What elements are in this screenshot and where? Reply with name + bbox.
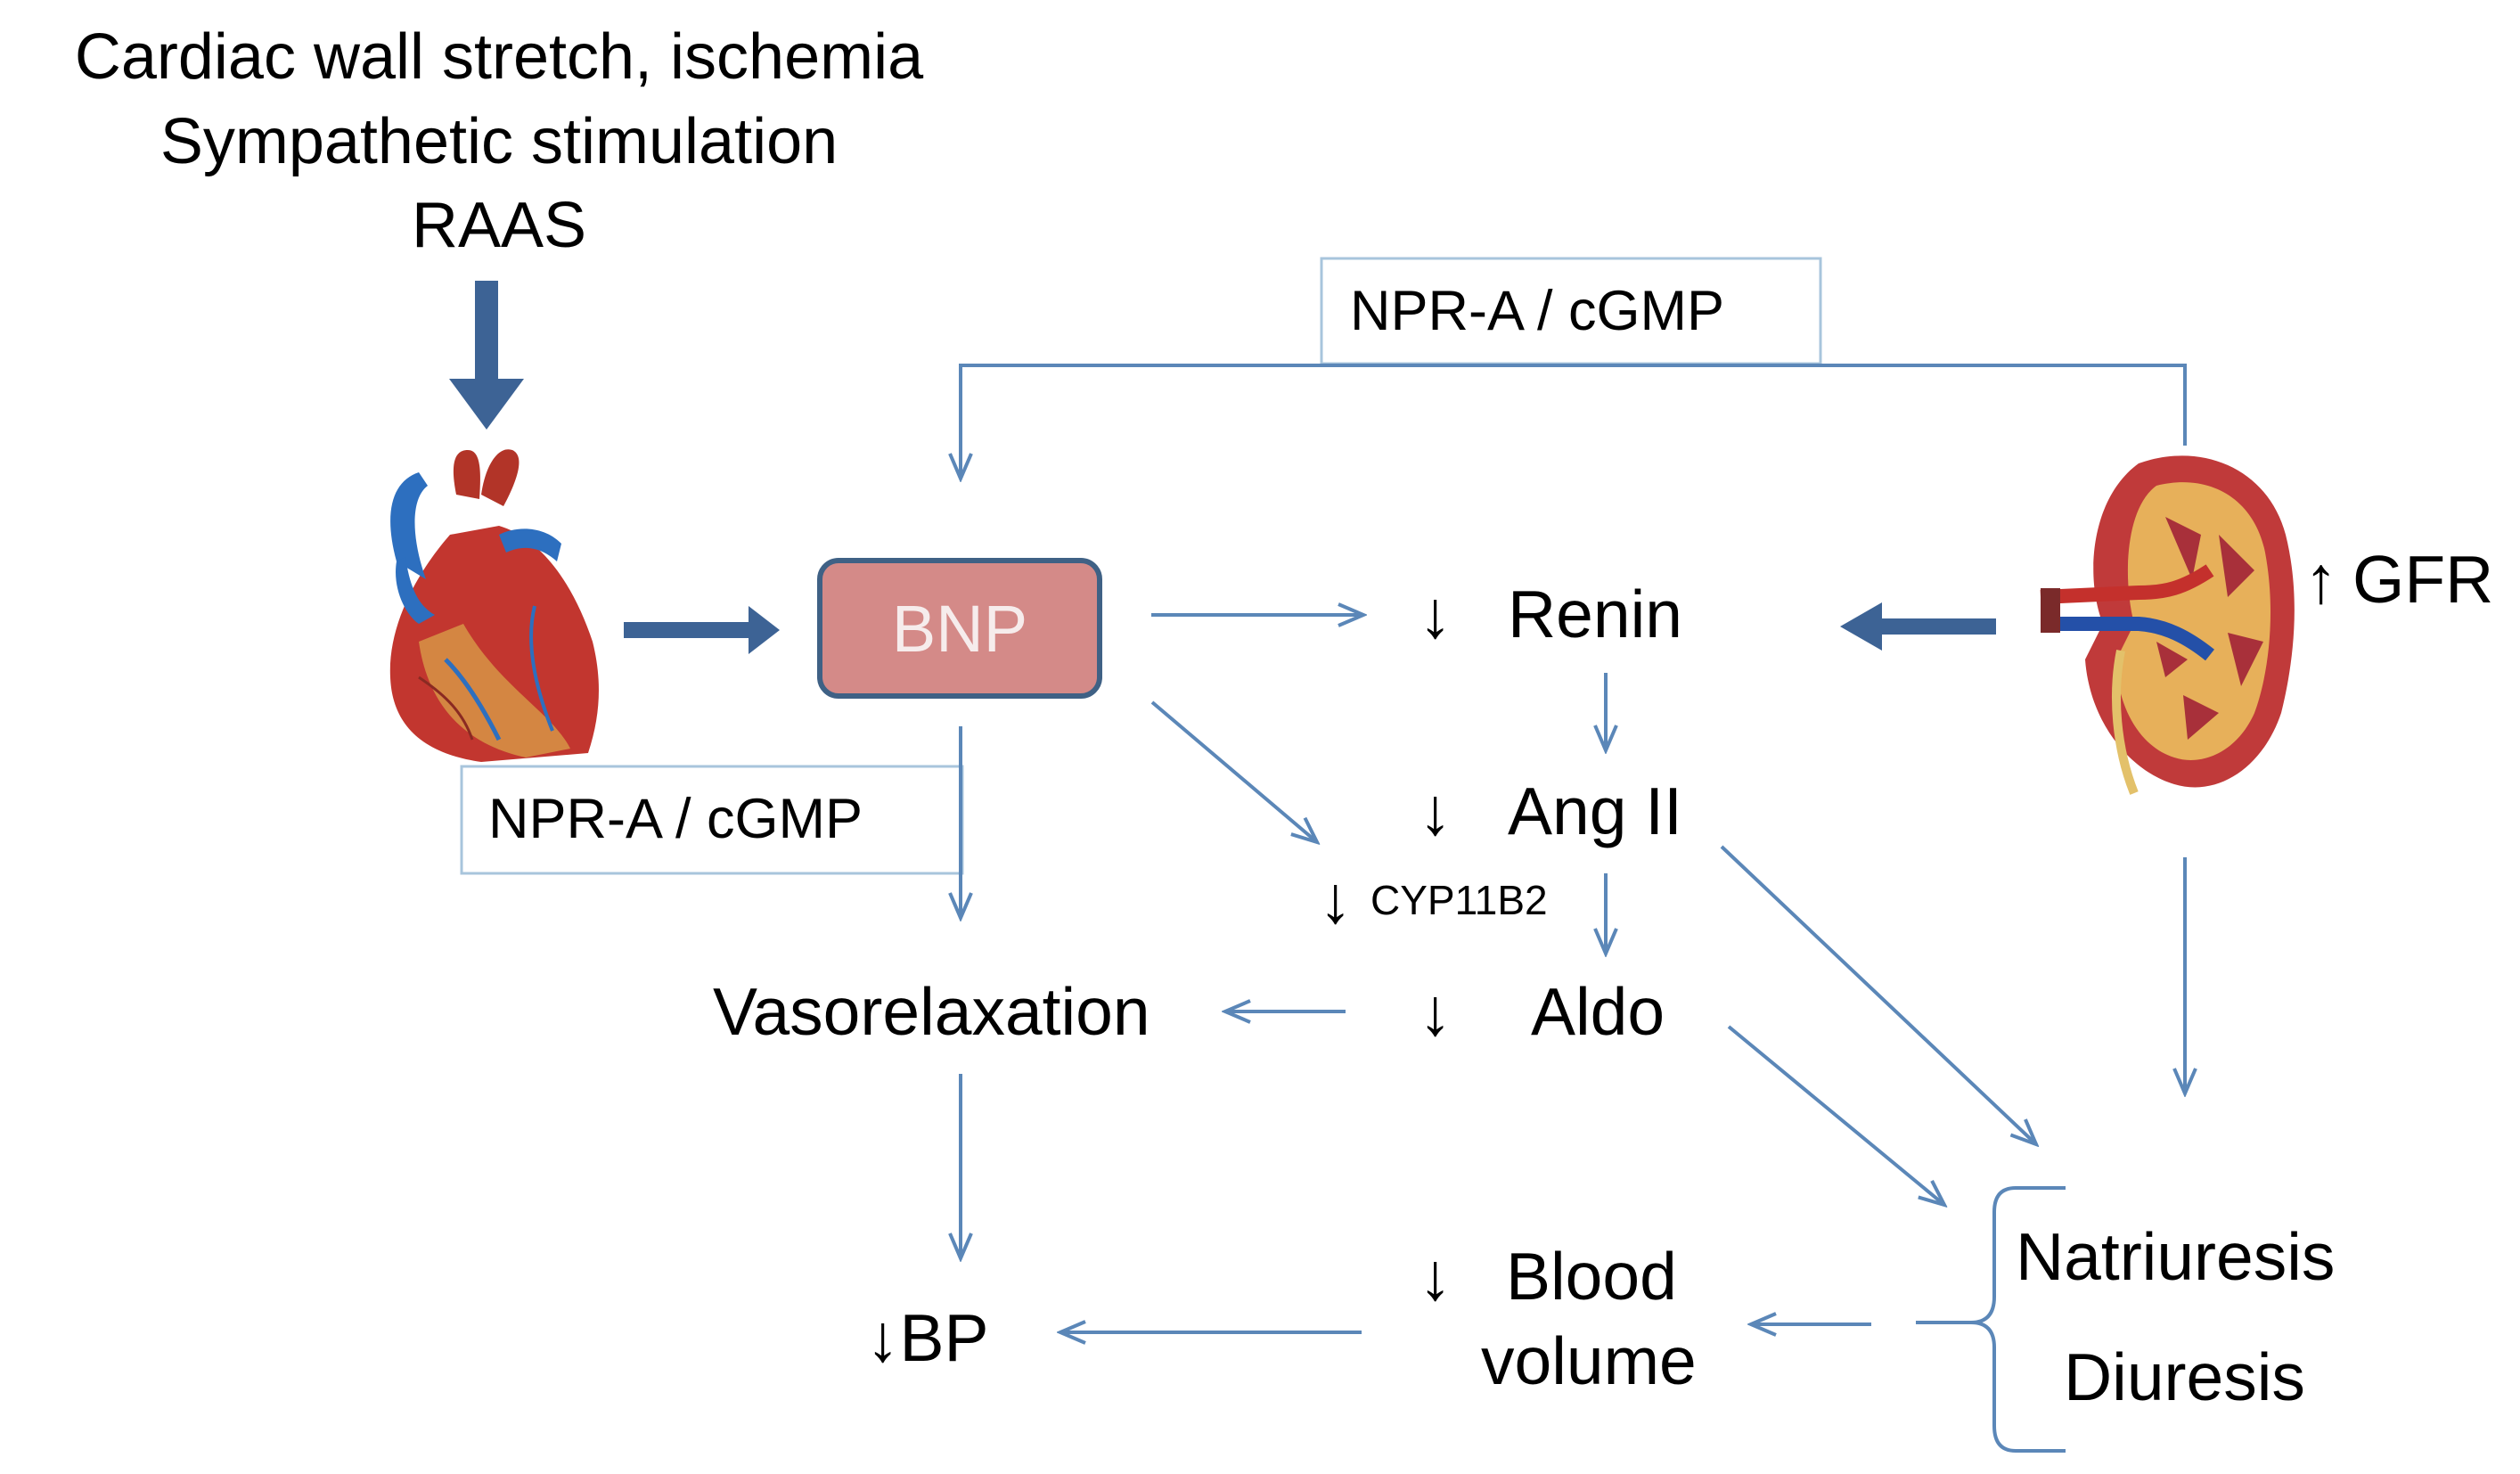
bnp-to-cyp-arrow bbox=[1150, 700, 1317, 842]
diuresis-label: Diuresis bbox=[2064, 1339, 2305, 1414]
ang2-arrow: ↓ bbox=[1419, 774, 1452, 848]
ang2-label: Ang II bbox=[1508, 774, 1682, 848]
blood-volume-line-1: Blood bbox=[1506, 1239, 1677, 1314]
bnp-node: BNP bbox=[817, 558, 1102, 699]
aldo-label: Aldo bbox=[1531, 974, 1665, 1049]
gfr-arrow: ↑ bbox=[2304, 542, 2338, 617]
trigger-line-3: RAAS bbox=[411, 190, 587, 261]
aldo-to-natriuresis-arrow bbox=[1727, 1025, 1944, 1205]
blood-volume-line-2: volume bbox=[1481, 1323, 1697, 1398]
kidney-to-renin-arrow bbox=[1840, 602, 1996, 651]
aldo-arrow: ↓ bbox=[1419, 974, 1452, 1049]
renin-label: Renin bbox=[1508, 577, 1682, 651]
outcome-brace bbox=[1916, 1186, 2066, 1453]
cyp-label: CYP11B2 bbox=[1370, 877, 1548, 923]
trigger-line-1: Cardiac wall stretch, ischemia bbox=[74, 21, 924, 93]
bnp-label: BNP bbox=[891, 591, 1028, 666]
bp-label: ↓BP bbox=[866, 1300, 989, 1375]
trigger-line-2: Sympathetic stimulation bbox=[160, 106, 839, 177]
renin-arrow: ↓ bbox=[1419, 577, 1452, 651]
blood-volume-arrow: ↓ bbox=[1419, 1239, 1452, 1314]
trigger-to-heart-arrow bbox=[449, 281, 524, 430]
gfr-label: GFR bbox=[2352, 542, 2494, 617]
natriuresis-label: Natriuresis bbox=[2016, 1219, 2336, 1294]
heart-icon bbox=[389, 449, 599, 762]
kidney-feedback-arrow bbox=[961, 364, 2187, 479]
kidney-icon bbox=[2040, 455, 2295, 795]
receptor-left-label: NPR-A / cGMP bbox=[488, 788, 863, 850]
receptor-top-label: NPR-A / cGMP bbox=[1350, 280, 1725, 342]
ang2-to-natriuresis-arrow bbox=[1720, 845, 2036, 1144]
cyp-arrow: ↓ bbox=[1319, 862, 1353, 937]
vasorelaxation-label: Vasorelaxation bbox=[713, 974, 1150, 1049]
heart-to-bnp-arrow bbox=[624, 606, 780, 654]
